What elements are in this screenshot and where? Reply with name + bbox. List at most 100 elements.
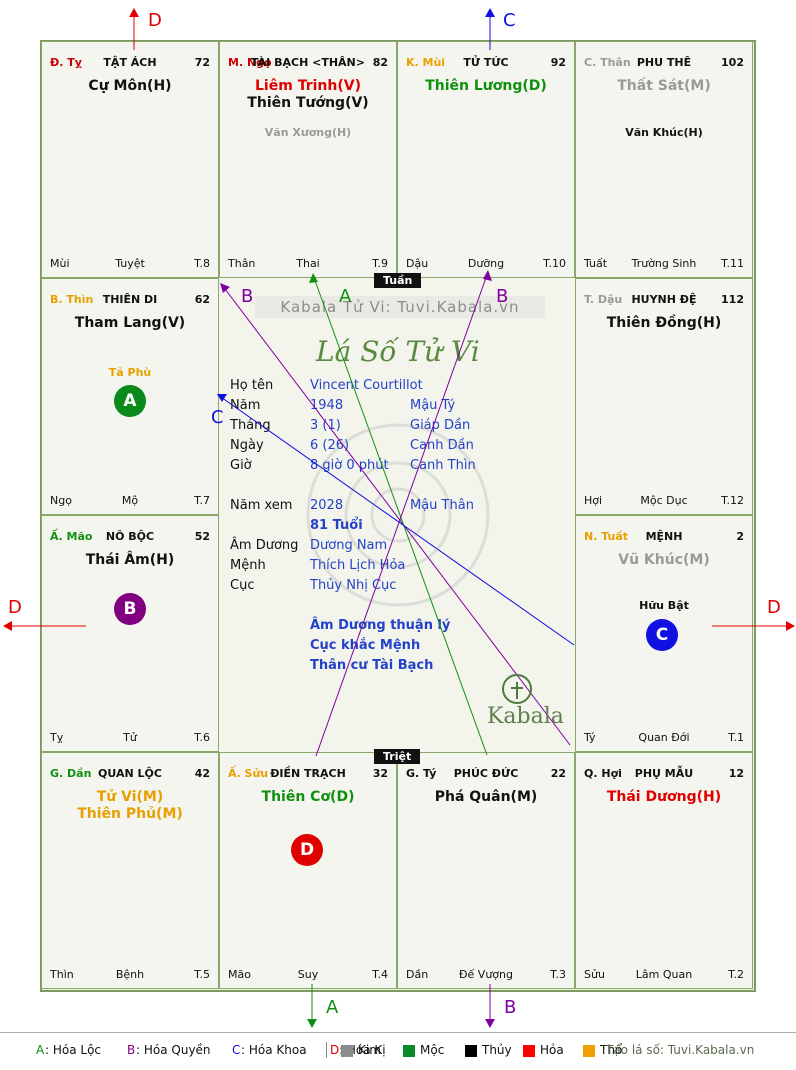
palace-index: T.4 [372,968,388,981]
palace-index: T.9 [372,257,388,270]
major-star: Phá Quân(M) [434,789,538,805]
arrow-label-ray-b1: B [241,286,254,307]
arrow-label-bottom-left: A [326,997,339,1018]
info-label: Năm xem [230,498,293,513]
major-star: Thái Dương(H) [606,789,722,805]
legend-key: B [127,1043,136,1057]
info-value: 8 giờ 0 phút [310,458,389,473]
palace-name: PHU THÊ [636,56,692,69]
palace-branch: Hợi [584,494,603,507]
element-label: Thủy [482,1043,512,1057]
major-star: Tử Vi(M) [96,789,164,805]
info-note: Thân cư Tài Bạch [310,658,434,673]
palace-canchi: Ấ. Sửu [228,767,269,780]
element-label: Thổ [600,1043,623,1057]
palace-branch: Tỵ [50,731,64,744]
palace-index: T.3 [550,968,566,981]
palace-canchi: N. Tuất [584,530,629,543]
palace-number: 22 [550,767,566,780]
palace-branch: Mùi [50,257,70,270]
element-swatch [341,1045,353,1057]
major-star: Thất Sát(M) [617,78,711,94]
major-star: Thiên Đồng(H) [606,315,722,331]
major-star: Tham Lang(V) [74,315,186,331]
palace-canchi: Đ. Tỵ [50,56,82,69]
legend-text: : Hóa Lộc [45,1043,102,1057]
info-canchi: Giáp Dần [410,418,471,433]
palace-stage: Tuyệt [115,257,145,270]
palace-canchi: T. Dậu [584,293,623,306]
palace-stage: Mộ [121,494,139,507]
palace-branch: Dậu [406,257,429,270]
major-star: Liêm Trinh(V) [255,78,361,94]
element-swatch [523,1045,535,1057]
minor-star: Hữu Bật [639,599,689,612]
palace-name: TỬ TỨC [463,56,509,69]
palace-stage: Đế Vượng [459,968,513,981]
palace-number: 12 [728,767,744,780]
palace-branch: Dần [406,968,429,981]
info-canchi: Canh Dần [410,438,474,453]
info-label: Tháng [230,418,271,433]
tuan-tag: Tuần [374,273,422,288]
palace-stage: Suy [297,968,319,981]
palace-index: T.5 [194,968,210,981]
palace-canchi: Ấ. Mão [50,530,93,543]
palace-number: 112 [721,293,744,306]
major-star: Thiên Cơ(D) [261,789,355,805]
legend-divider [0,1032,796,1033]
major-star: Thiên Tướng(V) [247,95,369,111]
palace-index: T.1 [728,731,744,744]
palace-index: T.10 [543,257,566,270]
palace-name: THIÊN DI [102,293,158,306]
triet-tag: Triệt [374,749,421,764]
palace-index: T.11 [721,257,744,270]
hoa-badge-b: B [114,593,146,625]
palace-name: HUYNH ĐỆ [631,293,697,306]
legend-text: : Hóa Quyền [136,1043,211,1057]
palace-stage: Trường Sinh [631,257,697,270]
arrow-label-top-right: C [503,10,516,31]
palace-number: 62 [194,293,210,306]
info-label: Họ tên [230,378,274,393]
palace-index: T.6 [194,731,210,744]
palace-stage: Lâm Quan [635,968,693,981]
info-value: Vincent Courtillot [310,378,423,393]
element-swatch [465,1045,477,1057]
hoa-badge-a: A [114,385,146,417]
arrow-label-left: D [8,597,22,618]
info-value: Thủy Nhị Cục [310,578,397,593]
palace-name: TÀI BẠCH <THÂN> [251,56,365,69]
info-value: 6 (26) [310,438,350,453]
element-swatch [403,1045,415,1057]
palace-index: T.12 [721,494,744,507]
palace-canchi: G. Dần [50,767,92,780]
palace-name: MỆNH [645,530,683,543]
minor-star: Tả Phù [108,366,152,379]
palace-stage: Dưỡng [467,257,505,270]
palace-number: 82 [372,56,388,69]
info-value: Dương Nam [310,538,388,553]
palace-name: QUAN LỘC [98,767,162,780]
element-label: Hỏa [540,1043,564,1057]
palace-branch: Mão [228,968,251,981]
element-swatch [583,1045,595,1057]
